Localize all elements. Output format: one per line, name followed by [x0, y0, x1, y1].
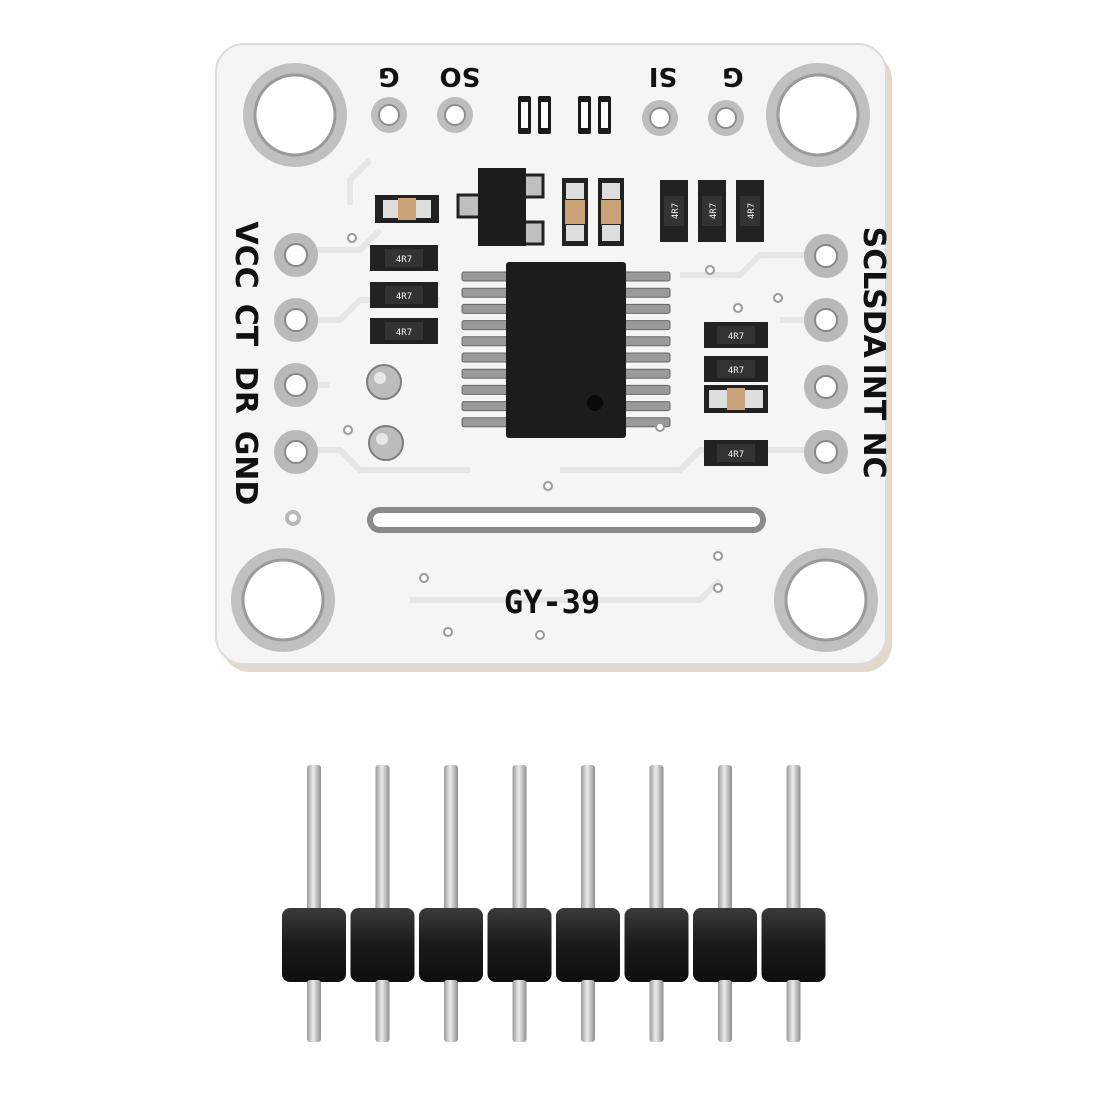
ic-leg-right [623, 401, 671, 412]
header-pin-bottom [375, 980, 390, 1042]
header-plastic-segment [282, 908, 346, 982]
header-pin-bottom [786, 980, 801, 1042]
header-pin-top [718, 765, 732, 913]
ic-leg-left [461, 336, 509, 347]
ic-leg-left [461, 303, 509, 314]
ic-leg-left [461, 271, 509, 282]
pcb-slot [367, 507, 766, 533]
right-pin-label-scl: SCL [856, 227, 891, 290]
header-plastic-segment [487, 908, 552, 982]
capacitor-1 [375, 195, 439, 223]
left-pin-labels: VCC CT DR GND [228, 221, 263, 505]
svg-text:4R7: 4R7 [396, 328, 412, 338]
header-pin-bottom [444, 980, 458, 1042]
model-label: GY-39 [504, 583, 600, 621]
resistor-r2: 4R7 [698, 180, 726, 242]
top-pin-label-2: SO [440, 61, 481, 91]
top-pads [371, 97, 744, 136]
ic-leg-right [623, 384, 671, 395]
sensor-pads [366, 364, 404, 461]
ic-leg-right [623, 368, 671, 379]
top-pin-label-1: G [378, 61, 399, 91]
ic-leg-left [461, 287, 509, 298]
ic-leg-right [623, 287, 671, 298]
svg-text:4R7: 4R7 [671, 203, 681, 219]
resistor-r3: 4R7 [736, 180, 764, 242]
header-pin-bottom [649, 980, 664, 1042]
ic-leg-left [461, 368, 509, 379]
top-pin-label-4: G [722, 61, 743, 91]
ic-leg-left [461, 384, 509, 395]
header-pin-bottom [718, 980, 732, 1042]
main-ic [461, 262, 671, 438]
header-pin-top [581, 765, 595, 913]
header-pin-top [649, 765, 664, 913]
svg-text:4R7: 4R7 [396, 292, 412, 302]
top-pin-label-3: SI [649, 61, 677, 91]
left-pin-label-gnd: GND [228, 431, 263, 506]
top-smd-pad-centers [521, 102, 608, 128]
ic-leg-right [623, 336, 671, 347]
mount-hole-tr [766, 63, 870, 167]
resistor-r9: 4R7 [704, 440, 768, 466]
ic-pin1-dot [587, 395, 603, 411]
capacitor-3 [598, 178, 624, 246]
ic-leg-right [623, 352, 671, 363]
svg-text:4R7: 4R7 [747, 203, 757, 219]
header-plastic-segment [761, 908, 826, 982]
left-pads [274, 233, 318, 526]
capacitor-2 [562, 178, 588, 246]
pcb-board: G SO SI G [215, 43, 892, 672]
header-pin-top [786, 765, 801, 913]
top-pin-labels: G SO SI G [378, 61, 743, 91]
ic-leg-left [461, 401, 509, 412]
mount-hole-bl [231, 548, 335, 652]
mount-hole-tl [243, 63, 347, 167]
ic-body [506, 262, 626, 438]
header-plastic-segment [624, 908, 689, 982]
resistor-r6: 4R7 [370, 318, 438, 344]
header-plastic-segment [693, 908, 757, 982]
svg-text:4R7: 4R7 [709, 203, 719, 219]
right-pin-label-nc: NC [856, 431, 891, 478]
vias [343, 233, 783, 640]
header-pin-bottom [512, 980, 527, 1042]
left-pin-label-vcc: VCC [228, 221, 263, 288]
svg-text:4R7: 4R7 [728, 450, 744, 460]
ic-leg-left [461, 320, 509, 331]
right-pads [804, 234, 848, 474]
left-pin-label-dr: DR [228, 366, 263, 414]
pin-header [282, 765, 826, 1042]
right-pin-label-int: INT [856, 364, 891, 421]
ic-leg-right [623, 271, 671, 282]
header-pin-top [307, 765, 321, 913]
header-plastic-segment [556, 908, 620, 982]
header-pin-bottom [307, 980, 321, 1042]
ic-leg-left [461, 417, 509, 428]
header-plastic-segment [419, 908, 483, 982]
header-pin-top [375, 765, 390, 913]
header-pin-bottom [581, 980, 595, 1042]
ic-leg-right [623, 303, 671, 314]
right-pin-labels: SCL SDA INT NC [856, 227, 891, 479]
transistor [456, 168, 545, 246]
header-pin-top [512, 765, 527, 913]
svg-text:4R7: 4R7 [728, 332, 744, 342]
ic-leg-right [623, 320, 671, 331]
header-plastic-segment [350, 908, 415, 982]
header-pin-top [444, 765, 458, 913]
resistor-r1: 4R7 [660, 180, 688, 242]
resistor-r8: 4R7 [704, 356, 768, 382]
svg-text:4R7: 4R7 [728, 366, 744, 376]
left-pin-label-ct: CT [228, 304, 263, 347]
resistor-r5: 4R7 [370, 282, 438, 308]
svg-text:4R7: 4R7 [396, 255, 412, 265]
resistor-r7: 4R7 [704, 322, 768, 348]
right-pin-label-sda: SDA [856, 288, 891, 359]
resistor-r4: 4R7 [370, 245, 438, 271]
mount-hole-br [774, 548, 878, 652]
ic-leg-left [461, 352, 509, 363]
capacitor-4 [704, 385, 768, 413]
